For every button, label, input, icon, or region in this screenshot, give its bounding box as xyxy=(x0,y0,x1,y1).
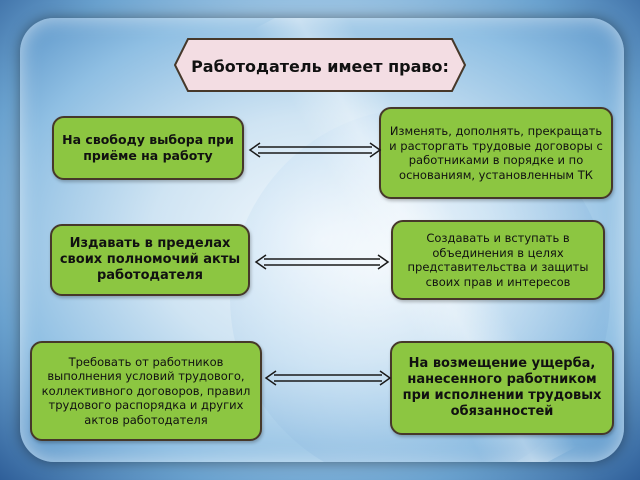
title-banner xyxy=(174,38,466,92)
right-box-form-associations: Создавать и вступать в объединения в цел… xyxy=(391,220,605,300)
box-label: Создавать и вступать в объединения в цел… xyxy=(407,231,589,289)
box-label: Издавать в пределах своих полномочий акт… xyxy=(59,236,241,283)
right-box-modify-contracts: Изменять, дополнять, прекращать и растор… xyxy=(379,107,613,199)
diagram-title: Работодатель имеет право: xyxy=(191,56,449,76)
double-headed-arrow-icon xyxy=(254,254,390,270)
box-label: Изменять, дополнять, прекращать и растор… xyxy=(389,124,603,182)
double-headed-arrow-icon xyxy=(248,142,382,158)
right-box-hiring-choice: На свободу выбора при приёме на работу xyxy=(52,116,244,180)
double-headed-arrow-icon xyxy=(264,370,392,386)
right-box-require-compliance: Требовать от работников выполнения услов… xyxy=(30,341,262,441)
right-box-issue-acts: Издавать в пределах своих полномочий акт… xyxy=(50,224,250,296)
box-label: На свободу выбора при приёме на работу xyxy=(62,132,234,163)
box-label: На возмещение ущерба, нанесенного работн… xyxy=(402,356,602,419)
right-box-damage-compensation: На возмещение ущерба, нанесенного работн… xyxy=(390,341,614,435)
box-label: Требовать от работников выполнения услов… xyxy=(41,354,251,427)
